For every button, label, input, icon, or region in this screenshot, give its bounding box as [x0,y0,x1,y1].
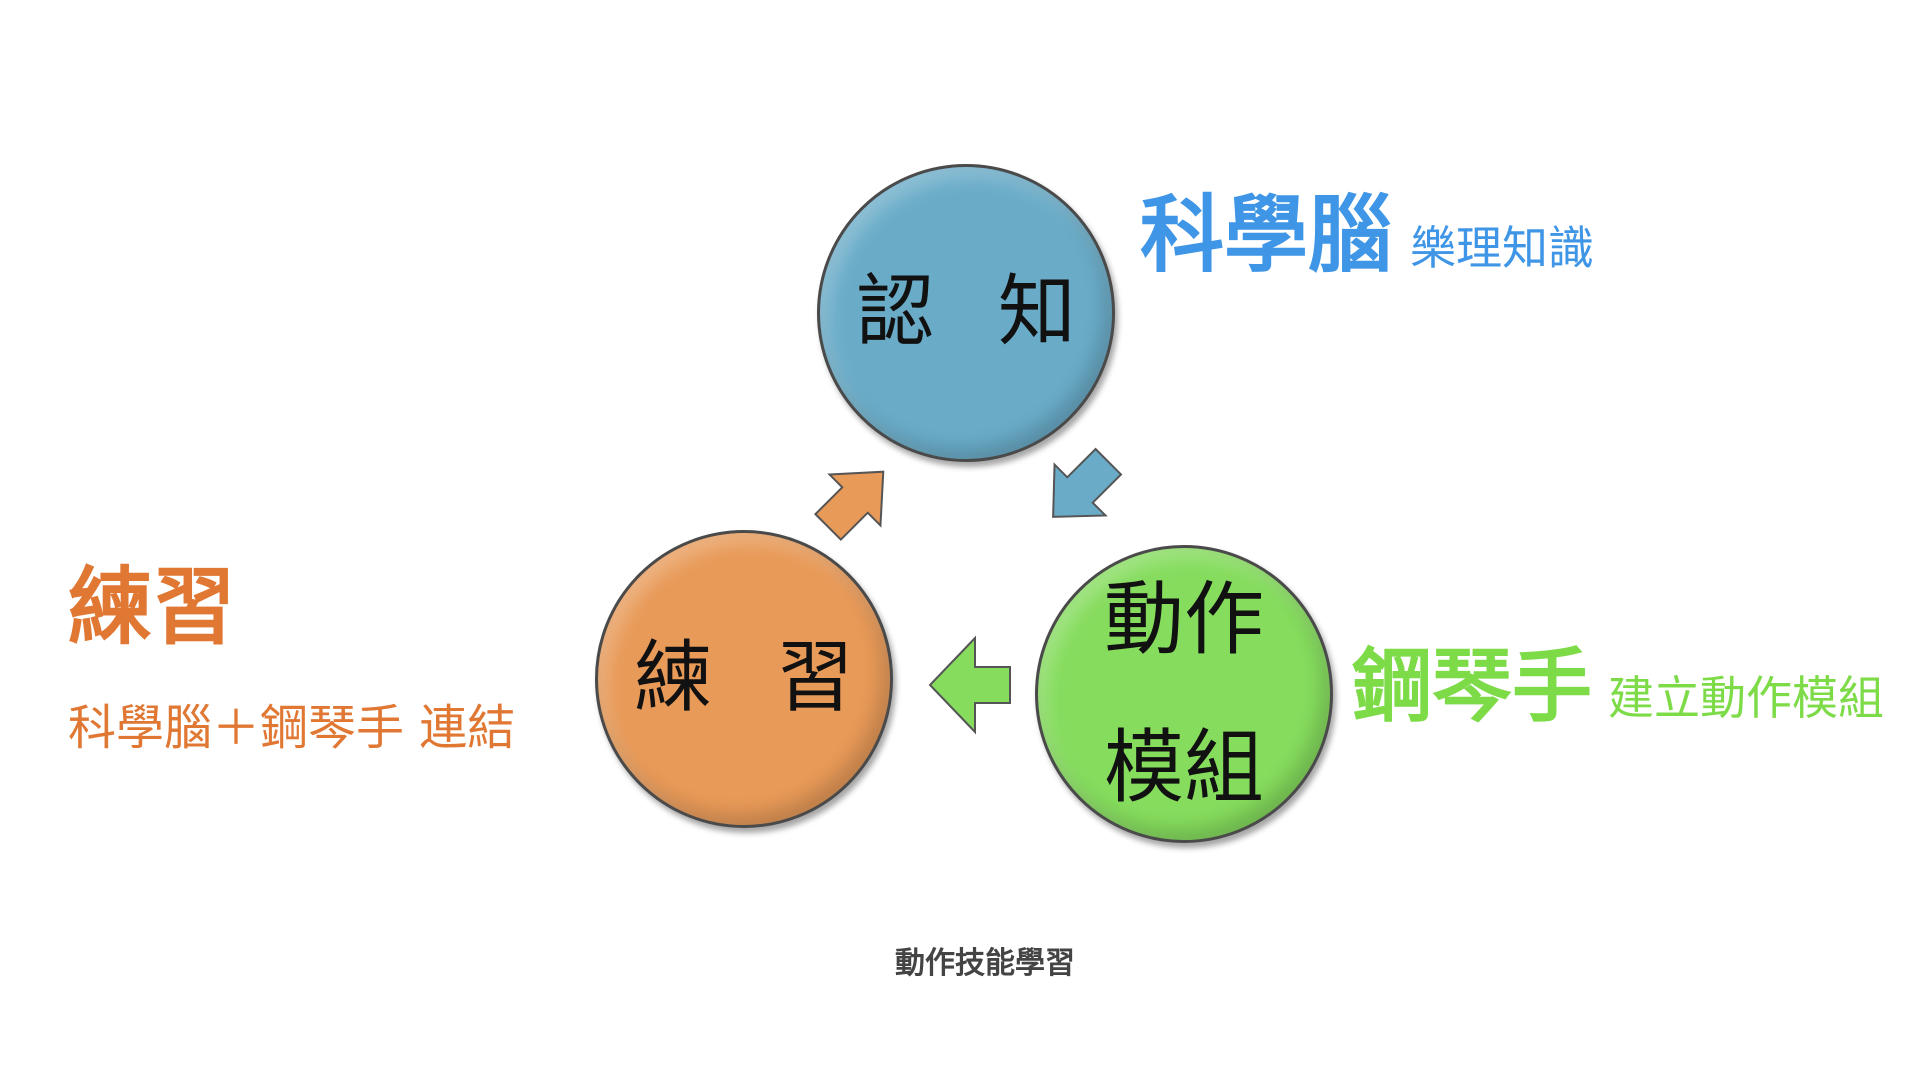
annotation-practice-title: 練習 [68,558,237,656]
arrow-shape [1052,447,1123,518]
arrow-shape [813,470,885,542]
node-motor-module-label: 動作 模組 [1104,573,1264,814]
annotation-cognition-subtitle: 樂理知識 [1410,221,1595,275]
arrow-shape [928,635,1011,735]
arrow-practice-to-cognition [813,470,885,542]
annotation-cognition-title: 科學腦 [1140,186,1393,284]
annotation-motor-module: 鋼琴手建立動作模組 [1352,622,1884,738]
annotation-motor-module-title: 鋼琴手 [1352,640,1592,733]
node-practice-label: 練 習 [634,633,874,724]
node-motor-module: 動作 模組 [1035,545,1333,843]
annotation-motor-module-subtitle: 建立動作模組 [1608,671,1884,725]
arrow-cognition-to-motor [1052,447,1123,518]
node-cognition-label: 認 知 [856,267,1096,358]
node-practice: 練 習 [595,530,893,828]
node-cognition: 認 知 [817,164,1115,462]
diagram-caption: 動作技能學習 [895,946,1075,981]
arrow-motor-to-practice [928,635,1011,735]
annotation-practice-subtitle: 科學腦＋鋼琴手 連結 [68,700,516,756]
annotation-cognition: 科學腦樂理知識 [1140,168,1594,289]
